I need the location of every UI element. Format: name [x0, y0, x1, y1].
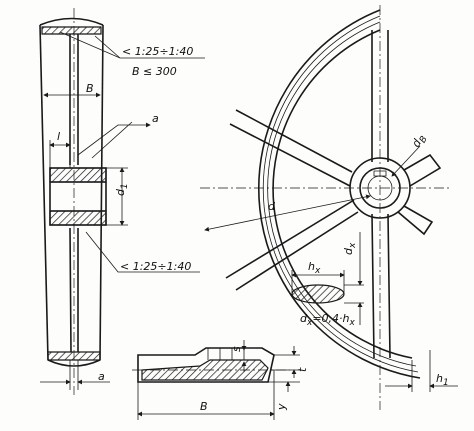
dim-B-bottom-label: B: [200, 400, 208, 413]
spoke-right-lower: [397, 205, 434, 236]
spoke-right-upper: [403, 153, 442, 187]
taper-leader-bottom: [85, 231, 200, 273]
rim-profile-view: s t y B: [132, 340, 309, 420]
taper-label-b-max: B ≤ 300: [132, 65, 177, 78]
keyway: [373, 170, 387, 177]
taper-label-bottom: < 1:25÷1:40: [120, 260, 191, 273]
dim-s-label: s: [230, 346, 243, 352]
dim-t-label: t: [296, 367, 309, 372]
dim-d-label: d: [268, 200, 276, 213]
rim-left-edge: [39, 24, 49, 361]
hub-top-section: [49, 167, 107, 183]
spoke-cross-section: [291, 284, 345, 304]
dim-dx-label: dx: [342, 242, 358, 255]
rim-bottom-arc: [47, 359, 101, 367]
dim-a-bottom-label: a: [98, 370, 105, 383]
rim-top-section: [41, 26, 102, 35]
dim-a-top-leader: [77, 122, 151, 156]
dx-formula: dx=0,4·hx: [300, 312, 356, 328]
rim-inner-arc: [272, 29, 413, 359]
dim-hx-label: hx: [308, 260, 321, 276]
dim-d-line: [204, 194, 371, 232]
dim-h1-label: h1: [436, 372, 449, 388]
dim-d1-label: d1: [114, 183, 130, 196]
rim-right-edge: [99, 24, 104, 361]
rim-top-arc: [39, 17, 104, 26]
dim-a-top-label: a: [152, 112, 159, 125]
hub-outer: [349, 157, 411, 219]
web-left-bottom: [69, 227, 72, 353]
taper-label-top: < 1:25÷1:40: [122, 45, 193, 58]
dim-B-label: B: [86, 82, 94, 95]
front-view: d dB hx dx dx=0,4·hx h1: [200, 5, 458, 410]
hub-bottom-section: [49, 210, 107, 226]
spoke-bottom: [371, 213, 391, 359]
dim-dB-label: dB: [409, 132, 429, 151]
side-section-view: < 1:25÷1:40 B ≤ 300 B l a d1 < 1:25÷1:40…: [39, 8, 205, 395]
hub-bore: [50, 181, 106, 212]
dim-l-label: l: [57, 130, 60, 143]
dim-y-label: y: [275, 403, 288, 411]
spoke-top: [371, 30, 389, 162]
spoke-upper-left: [229, 109, 353, 187]
groove-marks: [207, 348, 245, 360]
hub-inner: [359, 167, 401, 209]
rim-profile-outline: [137, 347, 275, 383]
